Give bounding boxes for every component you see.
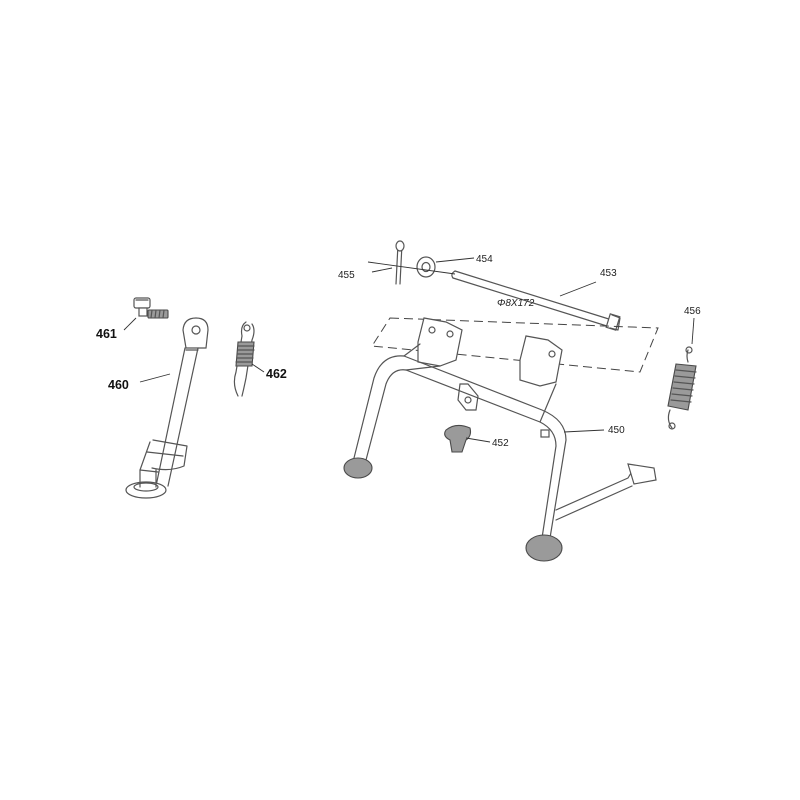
leader-460 xyxy=(139,373,171,383)
part-453-shaft xyxy=(451,270,621,331)
part-452-stopper xyxy=(444,424,472,453)
leader-453 xyxy=(559,281,597,297)
shaft-dimension: Φ8X172 xyxy=(497,298,535,309)
part-456-spring xyxy=(667,346,697,430)
callout-462: 462 xyxy=(266,367,287,381)
leader-461 xyxy=(123,317,137,331)
leader-454 xyxy=(435,257,475,263)
leader-455 xyxy=(371,267,393,273)
leader-452 xyxy=(465,437,491,443)
callout-453: 453 xyxy=(600,268,617,279)
part-462-spring xyxy=(233,321,255,397)
leader-450 xyxy=(563,429,605,433)
part-461-bolt xyxy=(133,297,169,319)
callout-452: 452 xyxy=(492,438,509,449)
callout-461: 461 xyxy=(96,327,117,341)
part-455-split-pin xyxy=(395,240,405,285)
callout-456: 456 xyxy=(684,306,701,317)
callout-460: 460 xyxy=(108,378,129,392)
callout-455: 455 xyxy=(338,270,355,281)
callout-454: 454 xyxy=(476,254,493,265)
part-460-side-stand xyxy=(125,317,209,499)
part-454-washer xyxy=(416,256,436,278)
leader-462 xyxy=(251,363,265,373)
leader-456 xyxy=(691,317,695,345)
part-450-main-stand xyxy=(343,317,657,562)
callout-450: 450 xyxy=(608,425,625,436)
